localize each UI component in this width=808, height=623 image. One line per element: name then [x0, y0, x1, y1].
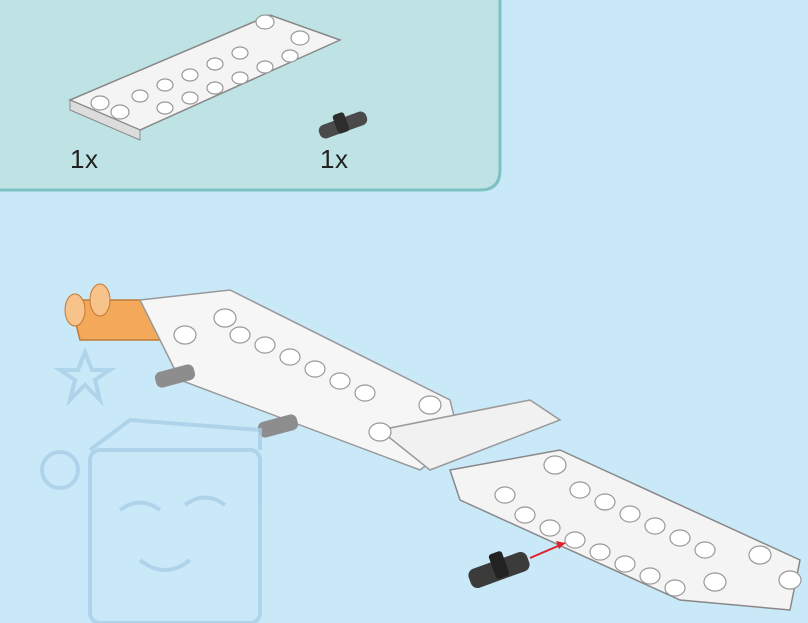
main-assembly — [65, 284, 801, 610]
connector-pin-insert — [466, 550, 531, 590]
part-quantity-pin: 1x — [320, 144, 348, 175]
part-quantity-beam: 1x — [70, 144, 98, 175]
assembly-arrow — [530, 541, 565, 558]
